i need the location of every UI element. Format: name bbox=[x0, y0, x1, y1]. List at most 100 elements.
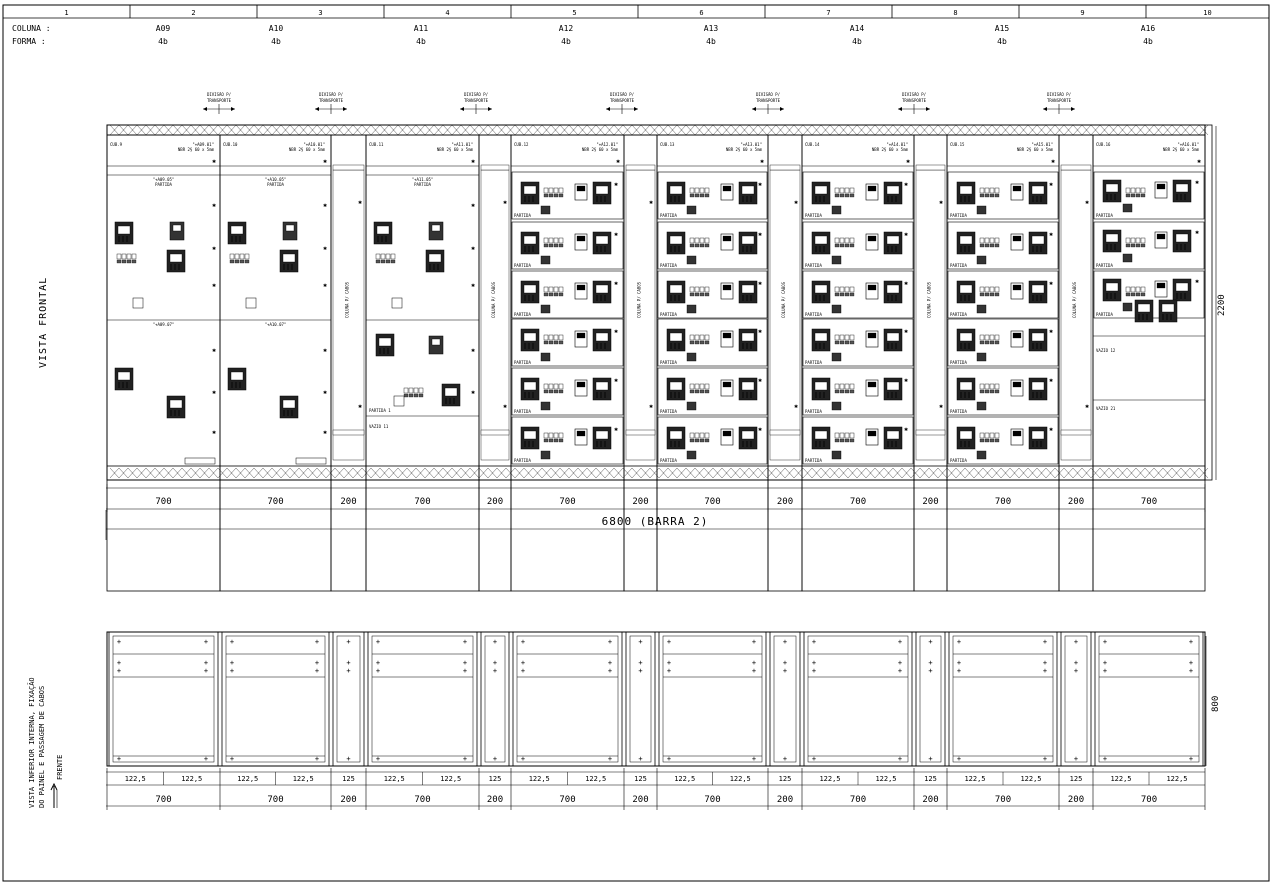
hatch-top bbox=[631, 124, 642, 136]
drawer-frame bbox=[657, 270, 768, 319]
hatch-top bbox=[577, 124, 588, 136]
terminal-block-icon bbox=[849, 432, 855, 439]
bottom-width-dimension: 700 bbox=[1141, 795, 1157, 805]
terminal-block-icon bbox=[704, 438, 710, 443]
fixing-hole-icon: + bbox=[521, 638, 525, 646]
starter-drawer: PARTIDA✱ bbox=[511, 171, 624, 220]
small-device-icon bbox=[976, 255, 987, 265]
terminal-block-icon bbox=[1135, 286, 1141, 293]
column-forma: 4b bbox=[271, 37, 281, 46]
bottom-column: ++++++++ bbox=[367, 631, 478, 767]
breaker-window bbox=[523, 235, 537, 245]
vazio-label: VAZIO 12 bbox=[1096, 348, 1116, 353]
fixing-hole-icon: + bbox=[117, 667, 121, 675]
terminal-block-icon bbox=[994, 187, 1000, 194]
hatch-bottom bbox=[1018, 467, 1029, 479]
breaker-window bbox=[595, 185, 609, 195]
small-device-icon bbox=[831, 352, 842, 362]
partida-label: PARTIDA bbox=[660, 263, 677, 268]
hatch-top bbox=[1018, 124, 1029, 136]
terminal-block-icon bbox=[1135, 237, 1141, 244]
bottom-column-frame bbox=[769, 631, 801, 767]
terminal-block-icon bbox=[543, 389, 549, 394]
hatch-top bbox=[118, 124, 129, 136]
terminal-block-icon bbox=[413, 387, 419, 394]
hatch-top bbox=[280, 124, 291, 136]
hatch-top bbox=[271, 124, 282, 136]
sub-dimension: 122,5 bbox=[1020, 775, 1041, 783]
terminal-block-icon bbox=[839, 292, 845, 297]
panel-column: CUB.12"+A12.01"NBR 2§ 60 x 5mm✱PARTIDA✱P… bbox=[510, 134, 625, 592]
hatch-top bbox=[496, 124, 507, 136]
busbar-label: NBR 2§ 60 x 5mm bbox=[1163, 147, 1200, 152]
star-icon: ✱ bbox=[613, 231, 618, 238]
terminal-block-icon bbox=[994, 193, 1000, 198]
grid-column-number: 8 bbox=[953, 9, 957, 17]
breaker-window bbox=[669, 185, 683, 195]
terminal-block-icon bbox=[699, 187, 705, 194]
terminal-block-icon bbox=[979, 432, 985, 439]
terminal-block-icon bbox=[558, 438, 564, 443]
bottom-column-frame bbox=[108, 631, 219, 767]
hatch-top bbox=[532, 124, 543, 136]
terminal-block-icon bbox=[989, 237, 995, 244]
cubicle-id: CUB.14 bbox=[805, 142, 820, 147]
drawer-frame bbox=[657, 318, 768, 367]
hatch-bottom bbox=[694, 467, 705, 479]
sub-dimension: 122,5 bbox=[1110, 775, 1131, 783]
fixing-hole-icon: + bbox=[752, 755, 756, 763]
bottom-width-dimension: 200 bbox=[632, 795, 648, 805]
starter-drawer: PARTIDA✱ bbox=[802, 270, 914, 319]
hatch-bottom bbox=[955, 467, 966, 479]
drawer-frame bbox=[802, 318, 914, 367]
small-device-icon bbox=[686, 304, 697, 314]
star-icon: ✱ bbox=[1048, 181, 1053, 188]
star-icon: ✱ bbox=[613, 181, 618, 188]
terminal-block-icon bbox=[989, 286, 995, 293]
column-frame bbox=[1092, 134, 1206, 592]
breaker-window bbox=[1161, 303, 1175, 313]
fixing-hole-icon: + bbox=[812, 659, 816, 667]
terminal-block-icon bbox=[984, 292, 990, 297]
star-icon: ✱ bbox=[938, 199, 943, 206]
hatch-top bbox=[838, 124, 849, 136]
hatch-bottom bbox=[550, 467, 561, 479]
breaker-window bbox=[814, 381, 828, 391]
meter-display bbox=[867, 381, 877, 388]
terminal-block-icon bbox=[979, 193, 985, 198]
star-icon: ✱ bbox=[1196, 158, 1201, 165]
small-device-icon bbox=[976, 304, 987, 314]
busbar-label: NBR 2§ 60 x 5mm bbox=[872, 147, 909, 152]
breaker-window bbox=[1175, 282, 1189, 292]
terminal-block-icon bbox=[121, 253, 127, 260]
breaker-window bbox=[169, 253, 183, 263]
drawer-frame bbox=[947, 270, 1059, 319]
fixing-hole-icon: + bbox=[376, 659, 380, 667]
starter-id: "+A10.05" bbox=[265, 177, 287, 182]
terminal-block-icon bbox=[984, 237, 990, 244]
small-device-icon bbox=[976, 401, 987, 411]
hatch-top bbox=[829, 124, 840, 136]
column-frame bbox=[365, 134, 480, 592]
star-icon: ✱ bbox=[793, 403, 798, 410]
hatch-top bbox=[1063, 124, 1074, 136]
cable-column-label: COLUNA P/ CABOS bbox=[781, 281, 786, 318]
small-device-icon bbox=[245, 297, 257, 309]
terminal-block-icon bbox=[689, 334, 695, 341]
small-device-icon bbox=[686, 255, 697, 265]
hatch-bottom bbox=[1198, 467, 1209, 479]
meter-display bbox=[1156, 282, 1166, 289]
terminal-block-icon bbox=[548, 438, 554, 443]
fixing-hole-icon: + bbox=[812, 755, 816, 763]
hatch-bottom bbox=[658, 467, 669, 479]
starter-id: "+A09.07" bbox=[153, 322, 175, 327]
terminal-block-icon bbox=[704, 243, 710, 248]
breaker-window bbox=[886, 332, 900, 342]
starter-drawer: PARTIDA✱ bbox=[802, 416, 914, 465]
cubicle-id: CUB.11 bbox=[369, 142, 384, 147]
hatch-top bbox=[1000, 124, 1011, 136]
terminal-block-icon bbox=[834, 334, 840, 341]
partida-label: PARTIDA bbox=[514, 263, 531, 268]
hatch-bottom bbox=[334, 467, 345, 479]
fixing-hole-icon: + bbox=[957, 755, 961, 763]
